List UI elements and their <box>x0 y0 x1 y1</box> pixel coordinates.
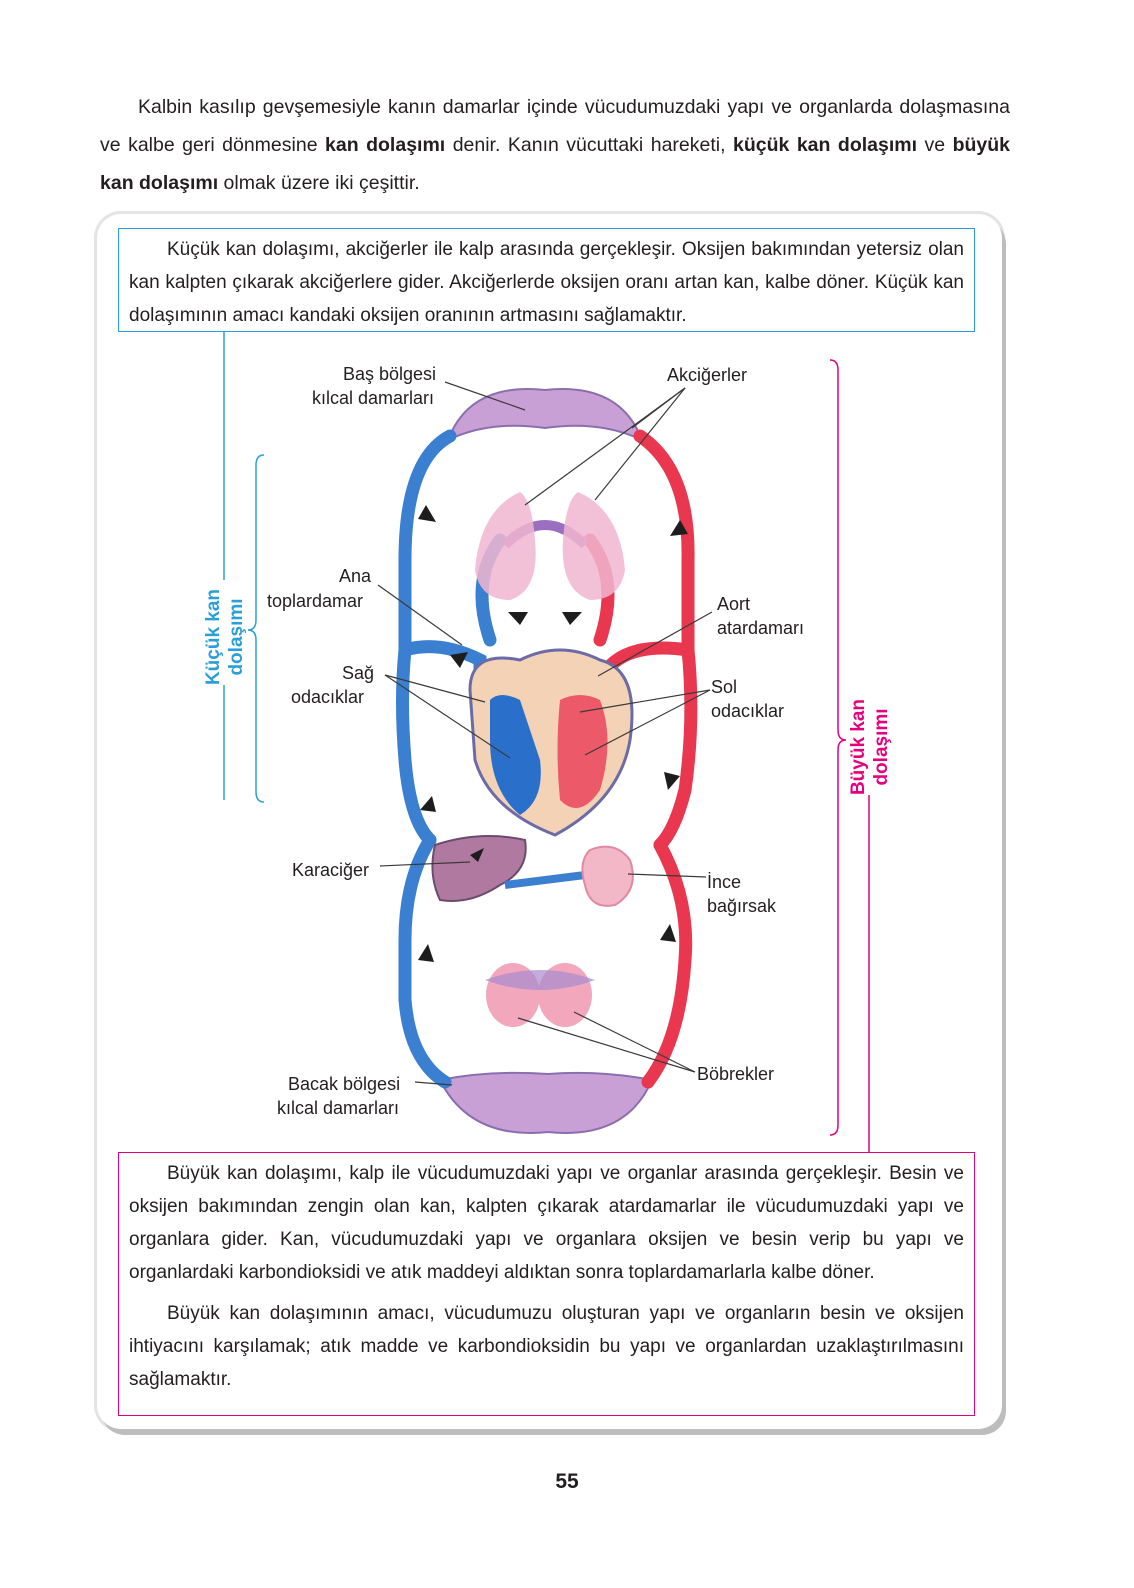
left-lung <box>475 492 536 600</box>
intro-text-2: denir. Kanın vücuttaki hareketi, <box>445 134 733 156</box>
label-aorta-1: Aort <box>717 594 751 614</box>
label-leg-capillaries-2: kılcal damarları <box>277 1098 400 1118</box>
label-kidneys: Böbrekler <box>697 1064 775 1084</box>
intro-text-1: Kalbin kasılıp gevşemesiyle kanın damarl… <box>100 96 1010 156</box>
side-small-line-1: Küçük kan <box>203 588 224 686</box>
big-circulation-paragraph-2: Büyük kan dolaşımının amacı, vücudumuzu … <box>129 1297 964 1396</box>
renal-capillaries <box>485 970 595 990</box>
right-chambers <box>490 695 541 815</box>
intro-bold-3: büyük kan dolaşımı <box>100 134 1010 194</box>
right-lung <box>562 492 625 600</box>
intro-bold-1: kan dolaşımı <box>325 134 446 156</box>
label-vena-cava-2: toplardamar <box>267 591 364 611</box>
label-small-intestine-2: bağırsak <box>707 896 777 916</box>
label-vena-cava-1: Ana <box>339 566 372 586</box>
label-left-chambers-1: Sol <box>711 677 738 697</box>
portal-vein <box>504 871 586 889</box>
small-bracket <box>247 454 265 803</box>
big-circulation-box: Büyük kan dolaşımı, kalp ile vücudumuzda… <box>118 1152 975 1416</box>
label-right-chambers-1: Sağ <box>342 663 375 683</box>
intro-bold-2: küçük kan dolaşımı <box>733 134 918 156</box>
side-label-big-circulation: Büyük kan dolaşımı <box>847 677 893 817</box>
big-circulation-paragraph-1: Büyük kan dolaşımı, kalp ile vücudumuzda… <box>129 1157 964 1289</box>
side-small-line-2: dolaşımı <box>226 598 247 676</box>
big-circulation-text-2: Büyük kan dolaşımının amacı, vücudumuzu … <box>129 1303 964 1390</box>
label-right-chambers-2: odacıklar <box>291 687 365 707</box>
small-intestine <box>581 845 634 907</box>
page-number: 55 <box>555 1470 579 1493</box>
label-left-chambers-2: odacıklar <box>711 701 785 721</box>
intro-text-3: ve <box>917 134 953 156</box>
head-capillary-bed <box>446 388 644 442</box>
liver <box>431 835 527 902</box>
label-head-capillaries-2: kılcal damarları <box>312 388 435 408</box>
intro-text-4: olmak üzere iki çeşittir. <box>218 172 420 194</box>
side-big-line-2: dolaşımı <box>871 708 892 786</box>
big-bracket <box>829 359 847 1136</box>
leg-capillary-bed <box>438 1071 654 1134</box>
leader-lines <box>377 381 713 1086</box>
intro-paragraph: Kalbin kasılıp gevşemesiyle kanın damarl… <box>100 88 1010 202</box>
left-chambers <box>557 695 608 808</box>
small-circulation-box: Küçük kan dolaşımı, akciğerler ile kalp … <box>118 228 975 332</box>
label-leg-capillaries-1: Bacak bölgesi <box>288 1074 401 1094</box>
flow-arrows <box>418 505 688 962</box>
small-circulation-text: Küçük kan dolaşımı, akciğerler ile kalp … <box>129 239 964 326</box>
big-circulation-text-1: Büyük kan dolaşımı, kalp ile vücudumuzda… <box>129 1163 964 1283</box>
label-head-capillaries-1: Baş bölgesi <box>343 364 437 384</box>
side-big-line-1: Büyük kan <box>848 698 869 796</box>
label-small-intestine-1: İnce <box>707 872 742 892</box>
label-aorta-2: atardamarı <box>717 618 805 638</box>
label-liver: Karaciğer <box>292 860 370 880</box>
label-lungs: Akciğerler <box>667 365 748 385</box>
side-label-small-circulation: Küçük kan dolaşımı <box>202 567 248 707</box>
